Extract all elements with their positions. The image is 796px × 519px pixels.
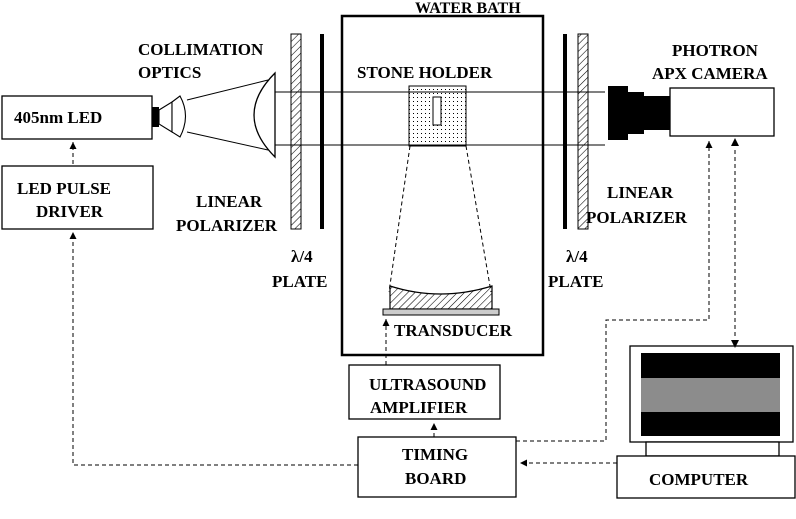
amplifier-label-line2: AMPLIFIER <box>370 398 468 417</box>
camera-label-line1: PHOTRON <box>672 41 759 60</box>
left-quarter-wave-plate <box>320 34 324 229</box>
collimation-label-line2: OPTICS <box>138 63 201 82</box>
led-emitter <box>152 107 159 127</box>
camera-label-line2: APX CAMERA <box>652 64 768 83</box>
stone-holder-label: STONE HOLDER <box>357 63 493 82</box>
timing-to-camera-arrow <box>516 141 713 442</box>
led-lens-holder <box>158 101 173 133</box>
right-plate-label-line1: λ/4 <box>566 247 588 266</box>
transducer <box>382 285 500 316</box>
left-polarizer-label-line2: POLARIZER <box>176 216 278 235</box>
transducer-label: TRANSDUCER <box>394 321 513 340</box>
led-lens <box>171 95 187 138</box>
computer-base <box>616 455 796 499</box>
led-label: 405nm LED <box>14 108 102 127</box>
computer-stand <box>645 441 780 457</box>
led-driver-label-line2: DRIVER <box>36 202 104 221</box>
camera-lens <box>608 86 670 140</box>
right-polarizer-label-line1: LINEAR <box>607 183 674 202</box>
left-plate-label-line1: λ/4 <box>291 247 313 266</box>
left-plate-label-line2: PLATE <box>272 272 327 291</box>
timing-to-driver-arrow <box>69 232 358 466</box>
right-linear-polarizer <box>577 33 589 230</box>
left-polarizer-label-line1: LINEAR <box>196 192 263 211</box>
right-polarizer-label-line2: POLARIZER <box>586 208 688 227</box>
amplifier-label-line1: ULTRASOUND <box>369 375 486 394</box>
timing-label-line1: TIMING <box>402 445 468 464</box>
collimation-lens <box>253 71 276 159</box>
water-bath-label: WATER BATH <box>415 0 521 17</box>
computer-label: COMPUTER <box>649 470 749 489</box>
camera-body <box>669 87 775 137</box>
right-plate-label-line2: PLATE <box>548 272 603 291</box>
ultrasound-amplifier-box <box>348 364 501 420</box>
computer-screen-band-bg <box>641 378 780 412</box>
timing-label-line2: BOARD <box>405 469 466 488</box>
ultrasound-focus-cone <box>388 145 492 293</box>
stone-sample <box>432 96 442 126</box>
led-box <box>1 95 153 140</box>
timing-board-box <box>357 436 517 498</box>
collimation-label-line1: COLLIMATION <box>138 40 264 59</box>
right-quarter-wave-plate <box>563 34 567 229</box>
led-driver-label-line1: LED PULSE <box>17 179 111 198</box>
led-pulse-driver-box <box>1 165 154 230</box>
water-bath-tank <box>340 14 545 357</box>
left-linear-polarizer <box>290 33 302 230</box>
signal-connections <box>69 138 739 467</box>
